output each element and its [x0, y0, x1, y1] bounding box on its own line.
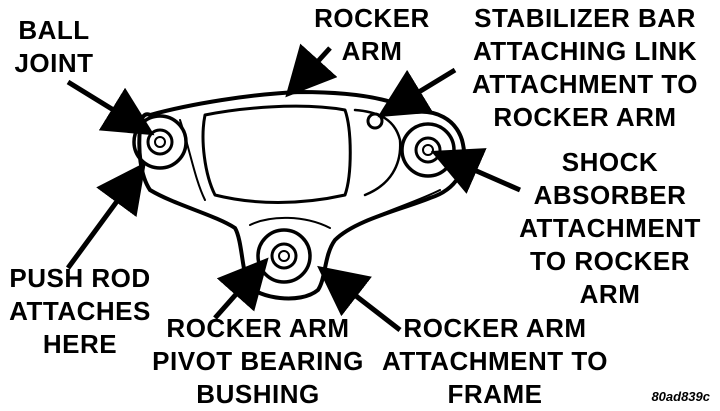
arrow-frame — [317, 265, 402, 332]
arrow-push-rod — [65, 161, 146, 270]
rocker-arm-body — [132, 90, 467, 301]
leader-arrows — [65, 43, 522, 332]
arrow-stabilizer — [377, 67, 457, 118]
figure-code: 80ad839c — [651, 389, 710, 404]
arrow-shock — [430, 148, 522, 194]
arrow-rocker-arm — [285, 43, 338, 98]
arrow-ball-joint — [66, 79, 155, 136]
arrow-pivot — [213, 257, 269, 320]
